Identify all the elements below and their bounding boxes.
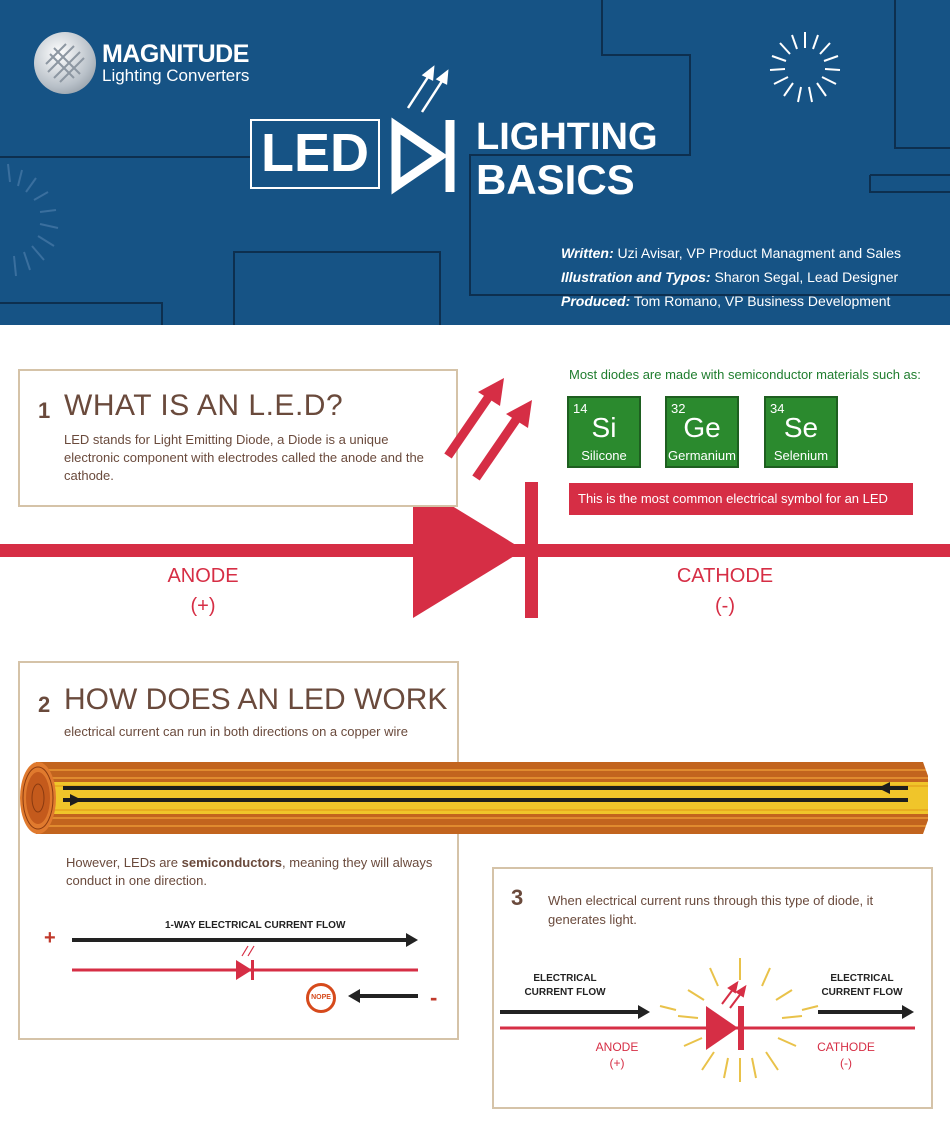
wire-caption: electrical current can run in both direc… [64,724,408,739]
sunburst-partial-icon [7,163,59,277]
element-selenium: 34 Se Selenium [764,396,838,468]
anode-sign: (+) [190,595,216,617]
s3-anode-sign: (+) [609,1056,625,1070]
section3-text: When electrical current runs through thi… [548,893,874,927]
led-symbol-icon [391,65,455,195]
element-silicon: 14 Si Silicone [567,396,641,468]
credits-block: Written: Uzi Avisar, VP Product Managmen… [561,241,901,313]
s3-anode-label: ANODE [595,1040,639,1054]
magnitude-logo-icon [34,32,96,94]
circuit-lines-decoration [0,0,950,325]
title-line-lighting: LIGHTING [476,116,658,158]
credit-illustration: Illustration and Typos: Sharon Segal, Le… [561,269,899,285]
cathode-sign: (-) [715,595,735,617]
glowing-led-diagram [500,958,915,1082]
brand-name: MAGNITUDE [102,40,249,68]
section2-number: 2 [38,692,51,717]
one-way-flow-diagram [72,933,418,1003]
materials-intro: Most diodes are made with semiconductor … [569,367,921,382]
section3-box: 3 When electrical current runs through t… [492,867,933,1109]
header-banner: MAGNITUDE Lighting Converters LED LIGHTI… [0,0,950,325]
s3-cathode-label: CATHODE [817,1040,875,1054]
credit-written: Written: Uzi Avisar, VP Product Managmen… [561,245,902,261]
section1-box: 1 WHAT IS AN L.E.D? LED stands for Light… [18,369,458,507]
minus-sign: - [430,985,438,1010]
plus-sign: + [44,927,56,949]
title-led-frame [250,119,380,189]
cathode-label: CATHODE [676,565,774,587]
element-germanium: 32 Ge Germanium [665,396,739,468]
title-led: LED [261,123,369,183]
section3-number: 3 [511,885,524,910]
semiconductor-text: However, LEDs are semiconductors, meanin… [66,855,433,888]
large-led-symbol-icon [413,482,538,618]
nope-badge: NOPE [306,983,336,1013]
section2-heading: HOW DOES AN LED WORK [64,683,448,716]
section1-number: 1 [38,398,51,423]
copper-wire-illustration [20,762,938,834]
title-line-basics: BASICS [476,156,635,203]
credit-produced: Produced: Tom Romano, VP Business Develo… [561,293,891,309]
section1-body: LED stands for Light Emitting Diode, a D… [64,432,424,483]
brand-tagline: Lighting Converters [102,66,250,85]
anode-label: ANODE [167,565,239,587]
section1-heading: WHAT IS AN L.E.D? [64,389,344,422]
sunburst-icon [769,32,841,103]
symbol-note-banner: This is the most common electrical symbo… [569,483,913,515]
light-emission-arrows-icon [444,378,532,481]
s3-cathode-sign: (-) [840,1056,852,1070]
one-way-flow-title: 1-WAY ELECTRICAL CURRENT FLOW [165,920,346,931]
